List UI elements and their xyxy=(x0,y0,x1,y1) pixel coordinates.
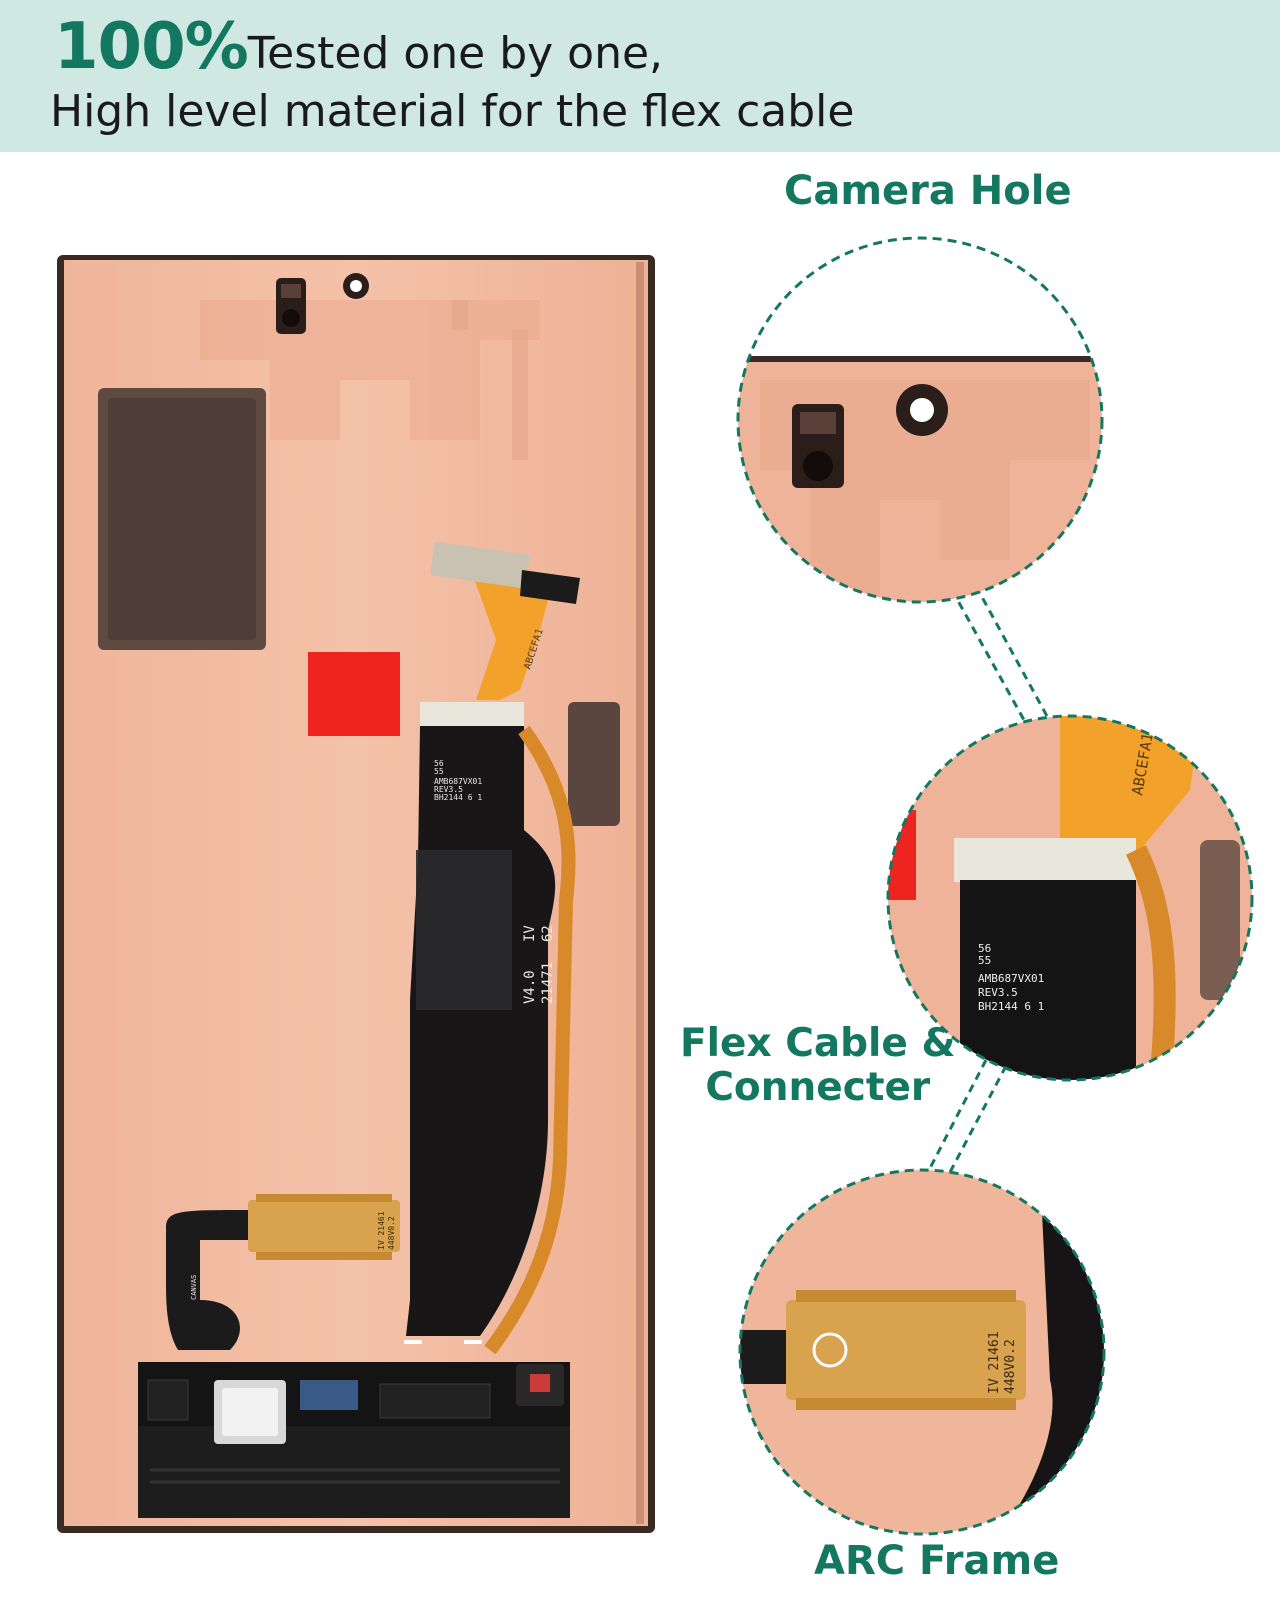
connector-flex-arc-b xyxy=(946,1065,1008,1177)
lower-connector-mark-2: 448V0.2 xyxy=(387,1216,396,1250)
main-flex-mark-2: IV xyxy=(522,925,538,942)
zoom-flex-connector xyxy=(954,838,1136,882)
flex-tick-a xyxy=(404,1340,422,1344)
callout-flex-cable: Flex Cable & Connecter xyxy=(680,1022,955,1110)
main-flex-orange-trace xyxy=(484,725,576,1355)
zoom-camera-ring xyxy=(736,236,1104,604)
headline-line-1: 100%Tested one by one, xyxy=(54,12,663,89)
upper-connector-cable xyxy=(520,570,580,604)
zoom-sensor-window xyxy=(800,412,836,434)
board-mark-b: 55 xyxy=(434,767,444,776)
lower-connector xyxy=(248,1200,400,1252)
headline-accent: 100% xyxy=(54,10,249,84)
header-banner: 100%Tested one by one, High level materi… xyxy=(0,0,1280,152)
callout-connectors xyxy=(926,585,1050,1177)
zoom-flex-body xyxy=(960,880,1136,1080)
zoom-camera-hole-opening xyxy=(910,398,934,422)
graphite-tape-inner xyxy=(108,398,256,640)
foam-pattern xyxy=(110,300,540,440)
zoom-arc-mark-1: IV 21461 xyxy=(987,1331,1002,1394)
sensor-window xyxy=(281,284,301,298)
zoom-flex-ring xyxy=(886,714,1254,1082)
main-flex-mark-1: V4.0 xyxy=(522,970,538,1004)
zoom-side-tape xyxy=(1200,840,1240,1000)
lower-flex-mark: CANVAS xyxy=(190,1275,198,1300)
connector-cam-flex-a xyxy=(950,589,1026,721)
zoom-arc-ring xyxy=(738,1168,1106,1536)
zoom-arc-logo xyxy=(812,1332,848,1368)
callout-flex-line-1: Flex Cable & xyxy=(680,1021,956,1066)
zoom-arc-mark-2: 448V0.2 xyxy=(1003,1339,1018,1394)
zoom-camera-frame xyxy=(738,356,1102,362)
pcb-pads xyxy=(147,1379,189,1421)
display-panel: ABCEFA1 56 55 AMB687VX01 REV3.5 BH2144 6… xyxy=(57,255,655,1533)
lower-connector-pins-bottom xyxy=(256,1252,392,1260)
camera-hole-opening xyxy=(350,280,362,292)
zoom-board-mark-d: REV3.5 xyxy=(978,986,1018,999)
main-flex-tape xyxy=(416,850,512,1010)
pcb-components xyxy=(379,1383,491,1419)
headline-text-1: Tested one by one, xyxy=(247,28,664,79)
panel-edge xyxy=(636,262,644,1524)
sensor-lens xyxy=(282,309,300,327)
callout-arc-frame: ARC Frame xyxy=(814,1538,1060,1584)
upper-connector-plate xyxy=(430,541,530,589)
zoom-camera xyxy=(736,236,1104,604)
shield-can-top xyxy=(222,1388,278,1436)
board-mark-d: REV3.5 xyxy=(434,785,463,794)
lower-connector-mark-1: IV 21461 xyxy=(377,1211,386,1250)
upper-flex xyxy=(474,578,548,700)
pcb-chip-mark xyxy=(530,1374,550,1392)
zoom-flex-red xyxy=(888,810,916,900)
zoom-flex-orange xyxy=(1060,716,1200,850)
red-sticker xyxy=(308,652,400,736)
connector-flex-arc-a xyxy=(926,1059,988,1173)
board-mark-a: 56 xyxy=(434,759,444,768)
board-mark-e: BH2144 6 1 xyxy=(434,793,482,802)
connector-cam-flex-b xyxy=(974,585,1050,719)
callout-flex-line-2: Connecter xyxy=(705,1065,931,1110)
main-flex-connector xyxy=(420,702,524,728)
main-flex-mark-3: 21471 xyxy=(540,962,556,1004)
lower-flex xyxy=(166,1210,250,1350)
zoom-arc-connector xyxy=(786,1300,1026,1400)
zoom-arc-pins-bottom xyxy=(796,1398,1016,1410)
zoom-board-mark-a: 56 xyxy=(978,942,991,955)
bottom-pcb-base xyxy=(138,1426,570,1518)
pcb-connector xyxy=(300,1380,358,1410)
board-mark-c: AMB687VX01 xyxy=(434,777,482,786)
side-tape xyxy=(568,702,620,826)
headline-line-2: High level material for the flex cable xyxy=(50,86,855,137)
zoom-arc-pins-top xyxy=(796,1290,1016,1302)
zoom-arc: IV 21461 448V0.2 xyxy=(738,1168,1106,1536)
callout-camera-hole: Camera Hole xyxy=(784,168,1072,214)
flex-tick-b xyxy=(464,1340,482,1344)
zoom-flex-orange-trace xyxy=(1126,845,1176,1080)
zoom-board-mark-b: 55 xyxy=(978,954,991,967)
zoom-sensor-lens xyxy=(803,451,833,481)
lower-connector-pins-top xyxy=(256,1194,392,1202)
zoom-board-mark-e: BH2144 6 1 xyxy=(978,1000,1044,1013)
main-flex-mark-4: 62 xyxy=(540,925,556,942)
zoom-board-mark-c: AMB687VX01 xyxy=(978,972,1044,985)
zoom-flex: ABCEFA1 56 55 AMB687VX01 REV3.5 BH2144 6… xyxy=(886,714,1254,1082)
